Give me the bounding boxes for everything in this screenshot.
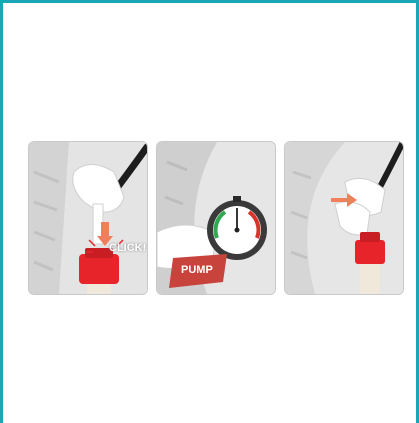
step-pump-panel: PUMP — [156, 141, 276, 295]
click-label: CLICK! — [109, 242, 146, 254]
step-disconnect-panel — [284, 141, 404, 295]
pump-label: PUMP — [181, 264, 213, 276]
step-connect-panel: CLICK! — [28, 141, 148, 295]
